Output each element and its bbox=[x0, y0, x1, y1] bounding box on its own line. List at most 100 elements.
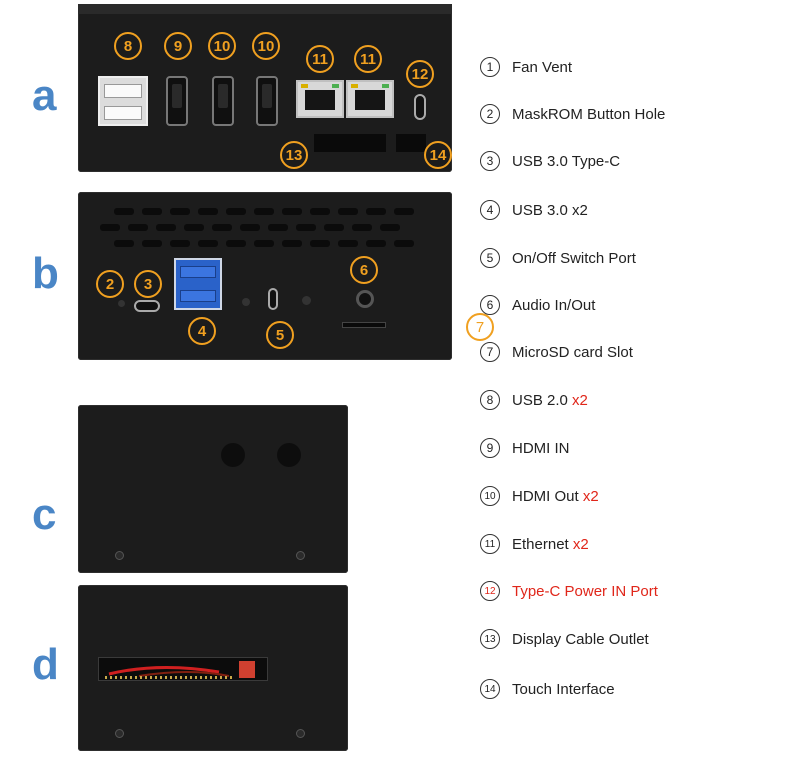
legend-item: 9 HDMI IN bbox=[480, 434, 570, 462]
callout-13: 13 bbox=[280, 141, 308, 169]
case-side-panel bbox=[78, 405, 348, 573]
hdmi-out-port-2 bbox=[256, 76, 278, 126]
screw-d-2 bbox=[296, 729, 305, 738]
legend-item: 11 Ethernet x2 bbox=[480, 530, 589, 558]
fan-vent-slot bbox=[142, 240, 162, 247]
usb3-typec-port bbox=[134, 300, 160, 312]
fan-vent-slot bbox=[254, 240, 274, 247]
led-hole bbox=[242, 298, 250, 306]
legend-text: MaskROM Button Hole bbox=[512, 105, 666, 123]
screw-d-1 bbox=[115, 729, 124, 738]
fan-vent-slot bbox=[268, 224, 288, 231]
legend-text: Fan Vent bbox=[512, 58, 573, 76]
legend-number: 4 bbox=[480, 200, 500, 220]
legend-text: On/Off Switch Port bbox=[512, 249, 636, 267]
ethernet-port-2 bbox=[346, 80, 394, 118]
ethernet-port-1 bbox=[296, 80, 344, 118]
legend-text: Touch Interface bbox=[512, 680, 615, 698]
legend-number: 7 bbox=[480, 342, 500, 362]
legend-text: MicroSD card Slot bbox=[512, 343, 633, 361]
fan-vent-slot bbox=[184, 224, 204, 231]
fan-vent-slot bbox=[310, 208, 330, 215]
legend-text: HDMI Out bbox=[512, 487, 583, 505]
legend-text: Ethernet bbox=[512, 535, 573, 553]
callout-6: 6 bbox=[350, 256, 378, 284]
typec-power-port bbox=[414, 94, 426, 120]
callout-4: 4 bbox=[188, 317, 216, 345]
callout-2: 2 bbox=[96, 270, 124, 298]
antenna-hole-2 bbox=[277, 443, 301, 467]
fan-vent-slot bbox=[394, 240, 414, 247]
fan-vent-slot bbox=[226, 208, 246, 215]
view-label-b: b bbox=[32, 249, 59, 298]
legend-text: HDMI IN bbox=[512, 439, 570, 457]
case-top-edge bbox=[78, 4, 452, 14]
case-side-panel-d bbox=[78, 585, 348, 751]
fan-vent-slot bbox=[352, 224, 372, 231]
fan-vent-slot bbox=[198, 208, 218, 215]
fan-vent-slot bbox=[380, 224, 400, 231]
display-slot-window bbox=[98, 657, 268, 681]
callout-12: 12 bbox=[406, 60, 434, 88]
callout-11a: 11 bbox=[306, 45, 334, 73]
legend-text: Display Cable Outlet bbox=[512, 630, 649, 648]
view-label-c: c bbox=[32, 490, 57, 539]
callout-8: 8 bbox=[114, 32, 142, 60]
fan-vent-slot bbox=[296, 224, 316, 231]
legend-text: USB 2.0 bbox=[512, 391, 573, 409]
fan-vent-slot bbox=[114, 208, 134, 215]
fan-vent-slot bbox=[142, 208, 162, 215]
screw-c-1 bbox=[115, 551, 124, 560]
fan-vent-slot bbox=[128, 224, 148, 231]
legend-number: 3 bbox=[480, 151, 500, 171]
legend-text: USB 3.0 Type-C bbox=[512, 152, 621, 170]
legend-item: 3 USB 3.0 Type-C bbox=[480, 147, 620, 175]
callout-7: 7 bbox=[466, 313, 494, 341]
hdmi-in-port bbox=[166, 76, 188, 126]
microsd-slot bbox=[342, 322, 386, 328]
fan-vent-slot bbox=[366, 208, 386, 215]
display-cable-outlet bbox=[314, 134, 386, 152]
hdmi-out-port-1 bbox=[212, 76, 234, 126]
fan-vent-slot bbox=[282, 240, 302, 247]
legend-number: 9 bbox=[480, 438, 500, 458]
legend-number: 1 bbox=[480, 57, 500, 77]
callout-11b: 11 bbox=[354, 45, 382, 73]
fan-vent-slot bbox=[226, 240, 246, 247]
fan-vent-slot bbox=[114, 240, 134, 247]
callout-5: 5 bbox=[266, 321, 294, 349]
fan-vent-slot bbox=[100, 224, 120, 231]
legend-text: Type-C Power IN Port bbox=[512, 582, 658, 600]
screw-c-2 bbox=[296, 551, 305, 560]
legend-number: 13 bbox=[480, 629, 500, 649]
callout-10a: 10 bbox=[208, 32, 236, 60]
legend-number: 11 bbox=[480, 534, 500, 554]
case-front-panel bbox=[78, 192, 452, 360]
legend-number: 8 bbox=[480, 390, 500, 410]
fan-vent-slot bbox=[394, 208, 414, 215]
view-label-d: d bbox=[32, 640, 59, 689]
callout-3: 3 bbox=[134, 270, 162, 298]
usb2-ports bbox=[98, 76, 148, 126]
screw-hole bbox=[302, 296, 311, 305]
usb3-ports bbox=[174, 258, 222, 310]
fan-vent-slot bbox=[240, 224, 260, 231]
fan-vent-slot bbox=[170, 208, 190, 215]
antenna-hole-1 bbox=[221, 443, 245, 467]
maskrom-hole bbox=[118, 300, 125, 307]
fan-vent-slot bbox=[198, 240, 218, 247]
fan-vent-slot bbox=[324, 224, 344, 231]
touch-interface-slot bbox=[396, 134, 426, 152]
callout-10b: 10 bbox=[252, 32, 280, 60]
legend-quantity: x2 bbox=[572, 535, 589, 553]
legend-number: 10 bbox=[480, 486, 500, 506]
case-rear-panel bbox=[78, 4, 452, 172]
legend-quantity: x2 bbox=[572, 391, 588, 409]
view-label-a: a bbox=[32, 71, 57, 120]
legend-item: 1 Fan Vent bbox=[480, 53, 572, 81]
